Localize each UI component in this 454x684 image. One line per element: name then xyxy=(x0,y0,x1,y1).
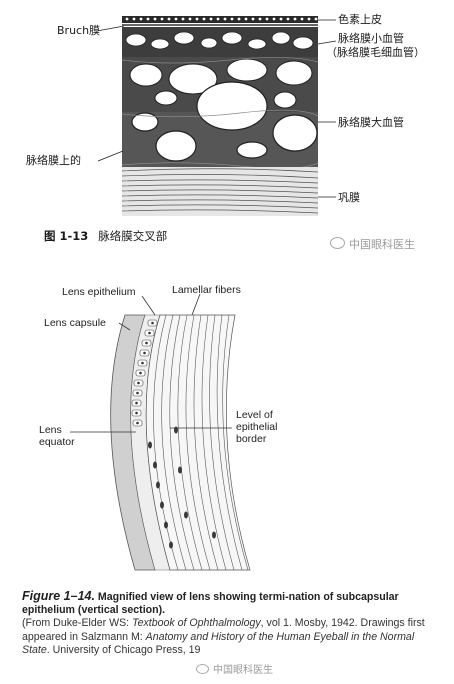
label-bruch: Bruch膜 xyxy=(57,24,101,37)
label-pigment-epithelium: 色素上皮 xyxy=(338,13,382,26)
caption-text: 脉络膜交叉部 xyxy=(98,229,168,243)
caption-description: Magnified view of lens showing termi-nat… xyxy=(22,591,399,617)
label-lens-epithelium: Lens epithelium xyxy=(62,286,136,298)
label-lamellar-fibers: Lamellar fibers xyxy=(172,284,241,296)
label-sclera: 巩膜 xyxy=(338,191,360,204)
label-small-vessel: 脉络膜小血管 xyxy=(338,32,404,45)
label-small-vessel-sub: （脉络膜毛细血管） xyxy=(326,46,425,59)
label-lens-equator: Lens equator xyxy=(39,424,75,448)
watermark-1: 中国眼科医生 xyxy=(330,236,415,252)
wechat-icon xyxy=(330,237,345,249)
choroid-illustration xyxy=(96,16,337,216)
caption-number: 图 1-13 xyxy=(44,229,89,243)
watermark-2: 中国眼科医生 xyxy=(196,661,273,676)
label-suprachoroid: 脉络膜上的 xyxy=(26,154,81,167)
figure-1-14-caption: Figure 1–14. Magnified view of lens show… xyxy=(22,589,432,657)
label-level-of-epithelial-border: Level of epithelial border xyxy=(236,409,278,445)
caption-title: Figure 1–14. xyxy=(22,589,95,603)
lens-illustration xyxy=(70,293,251,571)
label-large-vessel: 脉络膜大血管 xyxy=(338,116,404,129)
wechat-icon xyxy=(196,664,209,674)
figure-1-13-caption: 图 1-13 脉络膜交叉部 xyxy=(44,228,167,244)
label-lens-capsule: Lens capsule xyxy=(44,317,106,329)
caption-source: (From Duke-Elder WS: Textbook of Ophthal… xyxy=(22,617,425,656)
